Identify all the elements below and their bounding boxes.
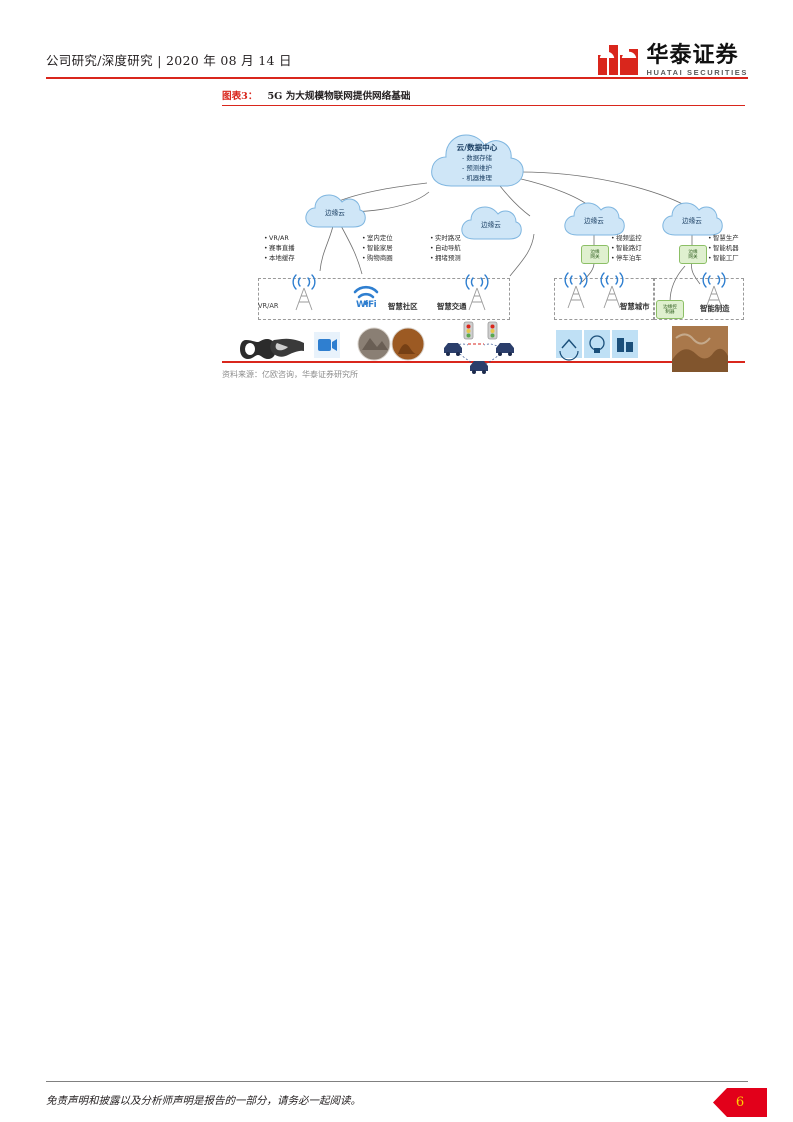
edge-gateway-2: 边缘 网关 <box>679 245 707 265</box>
footer-disclaimer: 免责声明和披露以及分析师声明是报告的一部分，请务必一起阅读。 <box>46 1095 361 1107</box>
bullet-4-1: 智能路灯 <box>611 244 642 254</box>
figure-title-text: 5G 为大规模物联网提供网络基础 <box>267 91 411 102</box>
bullet-3-1: 自动导航 <box>430 244 461 254</box>
figure-number: 图表3： <box>222 91 258 102</box>
zone-label-smart-traffic: 智慧交通 <box>437 302 467 312</box>
bullet-1-1: 赛事直播 <box>264 244 295 254</box>
edge-controller-line1: 边缘控 <box>663 304 677 310</box>
page-header: 公司研究/深度研究 | 2020 年 08 月 14 日 华泰证券 HUATAI… <box>46 40 748 82</box>
bullet-4-2: 停车泊车 <box>611 254 642 264</box>
zone-label-smart-city: 智慧城市 <box>620 302 650 312</box>
bullet-group-3: 实时路况 自动导航 拥堵预测 <box>430 234 461 263</box>
header-separator: | <box>157 53 162 68</box>
bullet-4-0: 视频监控 <box>611 234 642 244</box>
zone-label-vr-ar: VR/AR <box>258 302 279 311</box>
bullet-group-5: 智慧生产 智能机器 智能工厂 <box>708 234 739 263</box>
header-date: 2020 年 08 月 14 日 <box>166 53 292 68</box>
edge-cloud-4: 边缘云 <box>661 202 723 238</box>
huatai-logo-mark-icon <box>598 45 639 75</box>
zone-box-manufacturing <box>654 278 744 321</box>
zone-box-left <box>258 278 510 321</box>
logo-chinese-name: 华泰证券 <box>646 41 739 68</box>
edge-gateway-1: 边缘 网关 <box>581 245 609 265</box>
figure-source: 资料来源：亿欧咨询，华泰证券研究所 <box>222 369 358 379</box>
edge-cloud-1: 边缘云 <box>304 194 366 230</box>
header-divider <box>46 77 748 79</box>
bullet-2-0: 室内定位 <box>362 234 393 244</box>
edge-controller: 边缘控 制器 <box>656 300 684 320</box>
bullet-3-0: 实时路况 <box>430 234 461 244</box>
breadcrumb-text: 公司研究/深度研究 <box>46 53 153 68</box>
wifi-wordmark: WiFi <box>356 300 377 311</box>
huatai-logo: 华泰证券 HUATAI SECURITIES <box>598 40 748 80</box>
bullet-2-2: 购物商圈 <box>362 254 393 264</box>
logo-english-name: HUATAI SECURITIES <box>646 67 748 77</box>
bullet-5-2: 智能工厂 <box>708 254 739 264</box>
zone-box-city <box>554 278 654 321</box>
edge-gateway-2-line1: 边缘 <box>688 249 698 255</box>
bullet-2-1: 智能家居 <box>362 244 393 254</box>
edge-gateway-2-line2: 网关 <box>688 254 698 260</box>
figure-caption: 图表3： 5G 为大规模物联网提供网络基础 <box>222 88 745 105</box>
vr-headset-icon <box>240 339 276 360</box>
figure-block: 图表3： 5G 为大规模物联网提供网络基础 <box>222 88 745 380</box>
footer-divider <box>46 1081 748 1083</box>
central-cloud: 云/数据中心 - 数据存储 - 预测维护 - 机器推理 <box>427 128 527 190</box>
edge-cloud-3: 边缘云 <box>563 202 625 238</box>
page-number-badge: 6 <box>713 1088 767 1117</box>
imagery-strip <box>240 321 728 375</box>
edge-gateway-1-line1: 边缘 <box>590 249 600 255</box>
page-number: 6 <box>735 1095 745 1110</box>
figure-top-rule <box>222 105 745 107</box>
edge-controller-line2: 制器 <box>665 309 675 315</box>
logo-wordmark: 华泰证券 HUATAI SECURITIES <box>646 44 748 77</box>
bullet-group-2: 室内定位 智能家居 购物商圈 <box>362 234 393 263</box>
bullet-group-4: 视频监控 智能路灯 停车泊车 <box>611 234 642 263</box>
edge-cloud-2: 边缘云 <box>460 206 522 242</box>
header-breadcrumb-date: 公司研究/深度研究 | 2020 年 08 月 14 日 <box>46 50 292 69</box>
zone-label-smart-community: 智慧社区 <box>388 302 418 312</box>
edge-gateway-1-line2: 网关 <box>590 254 600 260</box>
bullet-1-2: 本地缓存 <box>264 254 295 264</box>
bullet-5-1: 智能机器 <box>708 244 739 254</box>
bullet-1-0: VR/AR <box>264 234 295 244</box>
bullet-5-0: 智慧生产 <box>708 234 739 244</box>
figure-diagram: 云/数据中心 - 数据存储 - 预测维护 - 机器推理 边缘云 边缘云 <box>222 106 745 375</box>
bullet-3-2: 拥堵预测 <box>430 254 461 264</box>
zone-label-smart-manufacturing: 智能制造 <box>700 304 730 314</box>
bullet-group-1: VR/AR 赛事直播 本地缓存 <box>264 234 295 263</box>
